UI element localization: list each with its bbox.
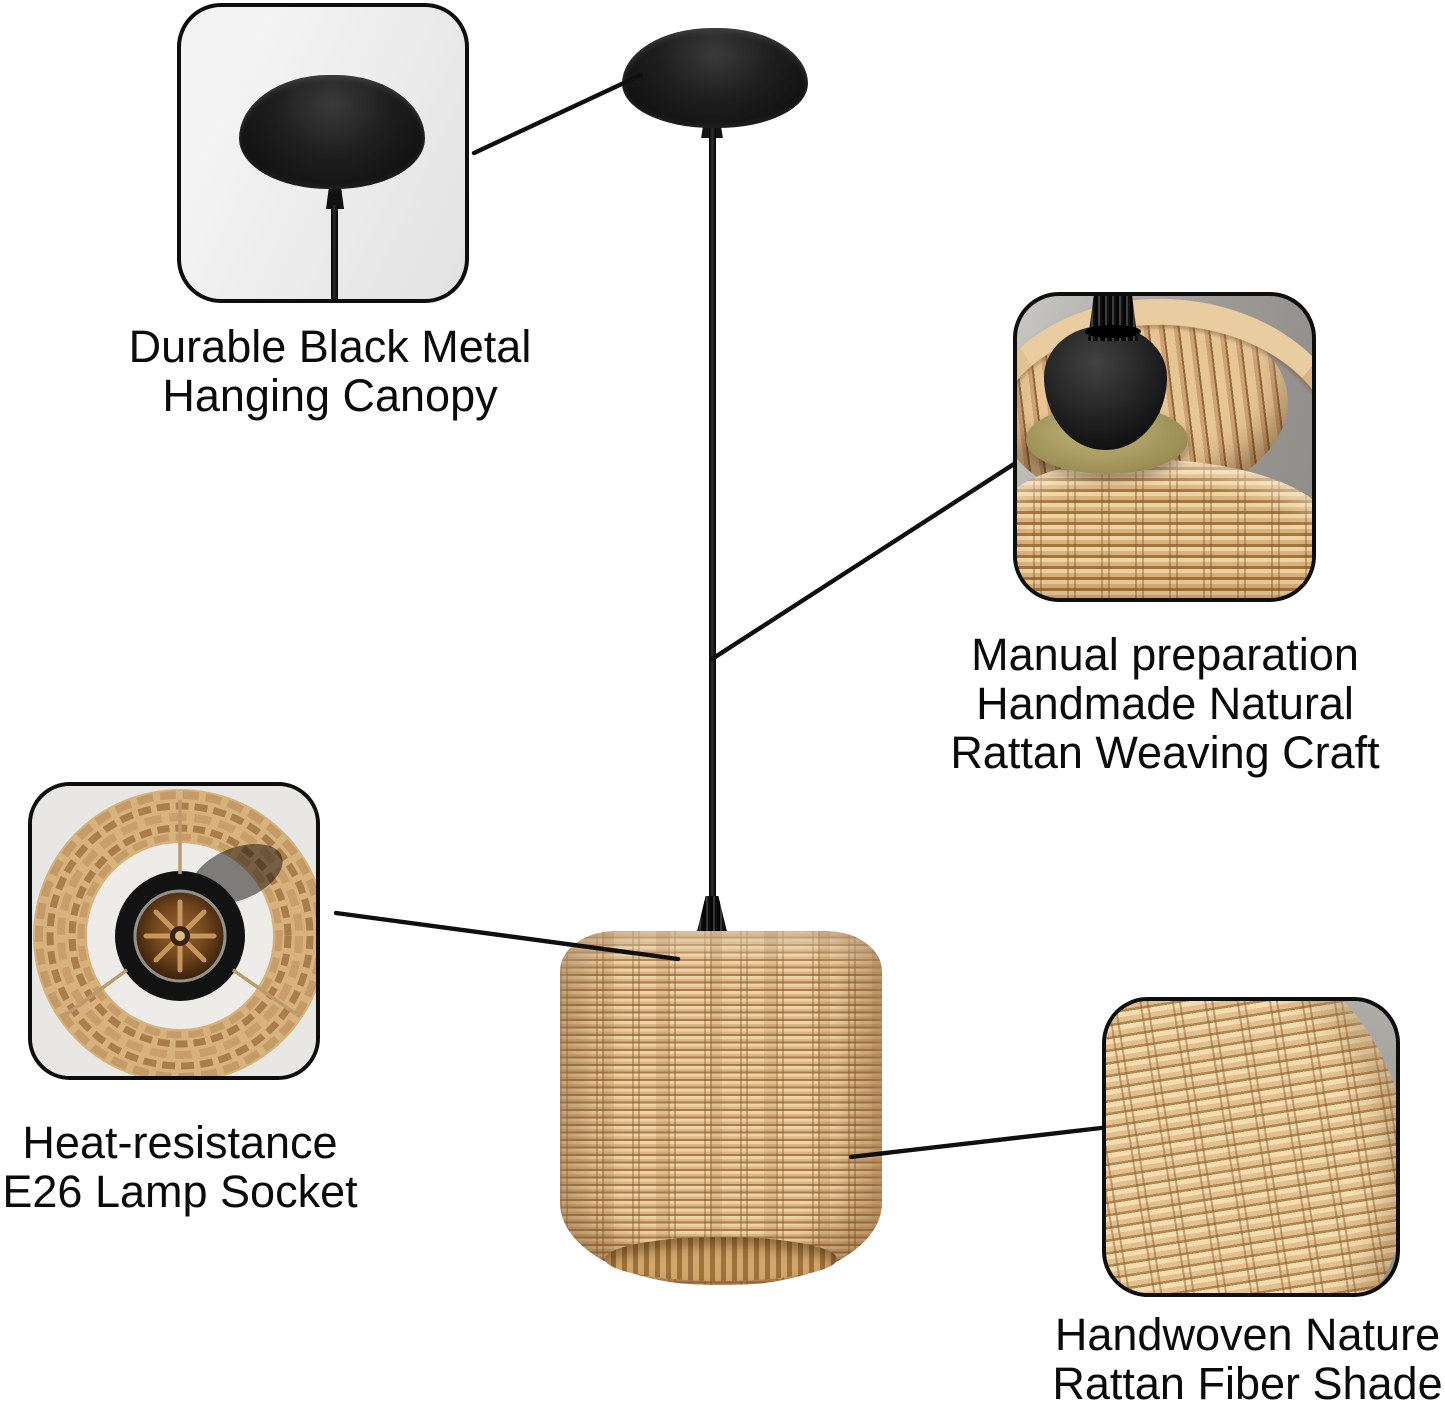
caption-canopy: Durable Black Metal Hanging Canopy bbox=[105, 322, 555, 420]
caption-line: Rattan Weaving Craft bbox=[950, 727, 1380, 778]
caption-line: Manual preparation bbox=[971, 629, 1359, 680]
canopy-cord bbox=[331, 205, 338, 299]
lamp-bottom-view bbox=[32, 786, 316, 1076]
cord-grip-bottom bbox=[696, 896, 728, 936]
caption-line: Durable Black Metal bbox=[128, 321, 532, 372]
caption-line: Handmade Natural bbox=[976, 678, 1354, 729]
caption-socket: Heat-resistance E26 Lamp Socket bbox=[0, 1118, 360, 1216]
rattan-shade bbox=[560, 931, 882, 1285]
callout-photo-canopy bbox=[177, 3, 469, 303]
caption-line: Handwoven Nature bbox=[1054, 1309, 1441, 1360]
bulb-filament-spokes bbox=[143, 899, 217, 973]
caption-shade: Handwoven Nature Rattan Fiber Shade bbox=[1030, 1310, 1445, 1402]
canopy-detail-photo bbox=[239, 75, 425, 189]
rattan-weave-closeup bbox=[1106, 1001, 1396, 1293]
caption-line: Heat-resistance bbox=[22, 1117, 338, 1168]
canopy-cord-grip bbox=[326, 183, 344, 209]
basket-front-weave bbox=[1017, 459, 1312, 598]
ceiling-canopy bbox=[622, 28, 808, 128]
support-wires bbox=[62, 800, 298, 1018]
caption-line: Rattan Fiber Shade bbox=[1052, 1358, 1443, 1402]
pendant-cord bbox=[709, 126, 716, 904]
connector-line-canopy bbox=[471, 72, 644, 156]
socket-collar bbox=[1084, 324, 1141, 339]
connector-line-shade bbox=[848, 1125, 1104, 1160]
caption-weaving-craft: Manual preparation Handmade Natural Ratt… bbox=[940, 630, 1390, 777]
lamp-socket-dome bbox=[1043, 326, 1168, 450]
caption-line: E26 Lamp Socket bbox=[2, 1166, 358, 1217]
callout-photo-socket bbox=[28, 782, 320, 1080]
callout-photo-weaving-craft bbox=[1013, 292, 1316, 602]
rattan-shade-bottom-rim bbox=[605, 1237, 837, 1281]
bulb-hub-center bbox=[175, 931, 185, 941]
callout-photo-shade bbox=[1102, 997, 1400, 1297]
caption-line: Hanging Canopy bbox=[162, 370, 498, 421]
